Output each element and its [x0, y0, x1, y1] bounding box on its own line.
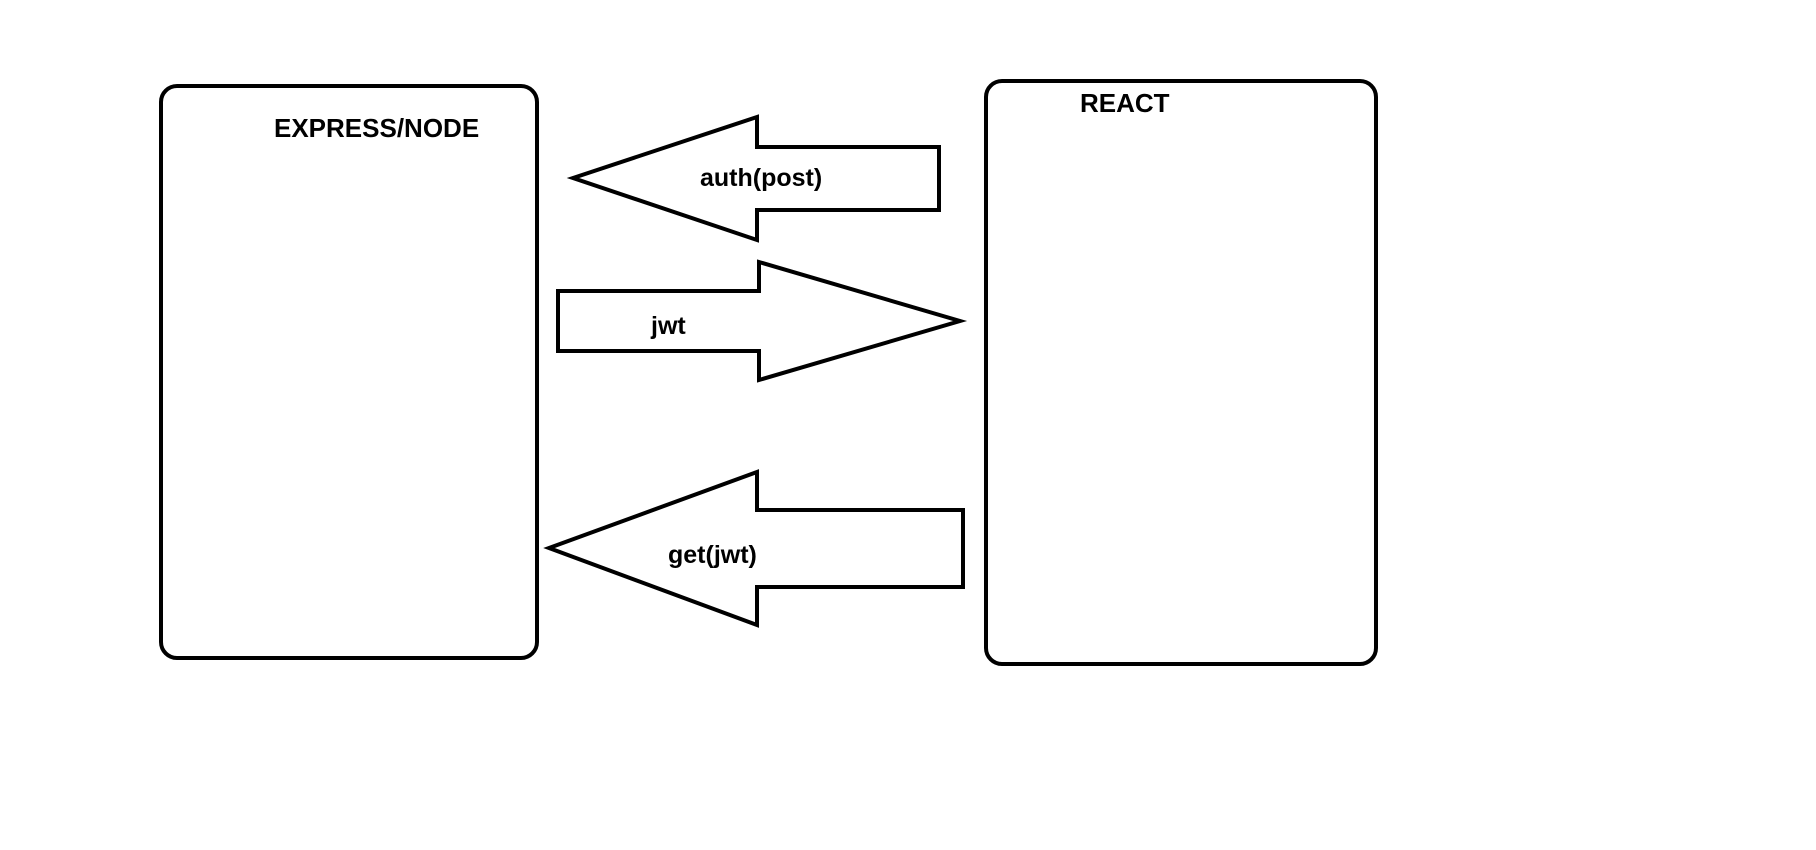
get-jwt-arrow-shape [543, 469, 965, 628]
auth-post-arrow-shape [566, 114, 941, 243]
jwt-arrow: jwt [556, 259, 968, 383]
react-block: REACT [984, 79, 1378, 666]
express-node-box [159, 84, 539, 660]
express-node-block: EXPRESS/NODE [159, 84, 539, 660]
get-jwt-arrow-label: get(jwt) [668, 541, 757, 569]
react-box [984, 79, 1378, 666]
auth-post-arrow: auth(post) [566, 114, 941, 243]
react-label: REACT [1080, 88, 1170, 118]
jwt-arrow-label: jwt [650, 312, 686, 340]
express-node-label: EXPRESS/NODE [274, 113, 479, 143]
get-jwt-arrow: get(jwt) [543, 469, 965, 628]
auth-post-arrow-label: auth(post) [700, 164, 822, 192]
jwt-arrow-shape [556, 259, 968, 383]
